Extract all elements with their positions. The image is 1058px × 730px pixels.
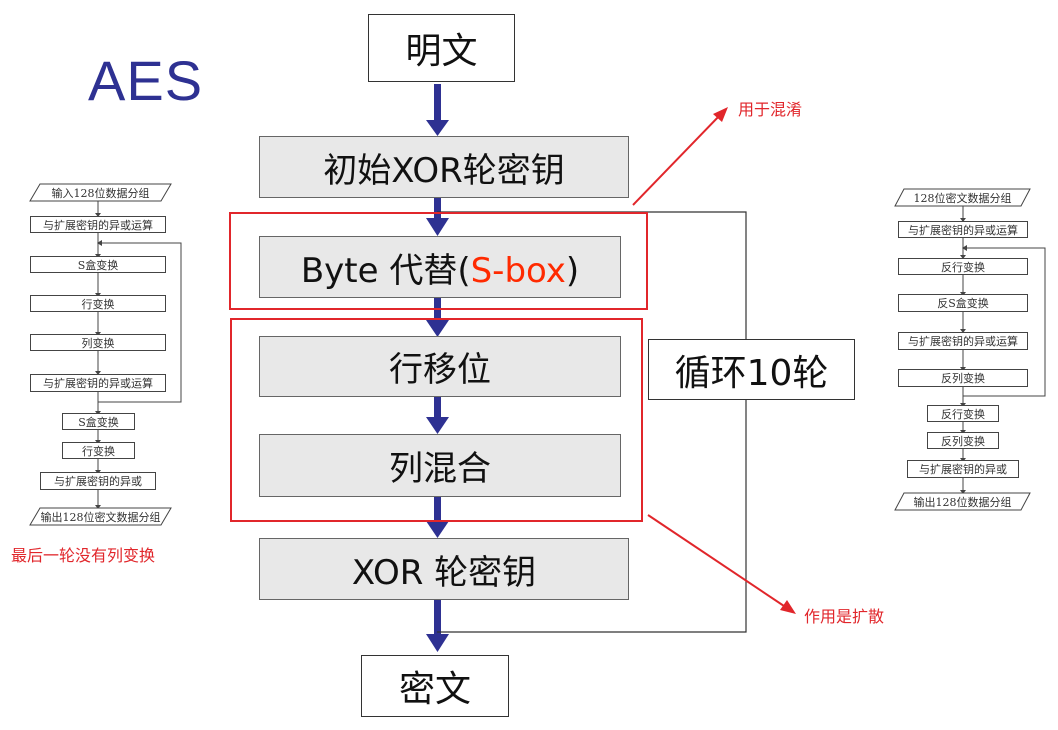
- right-input: 128位密文数据分组: [913, 191, 1012, 205]
- shift-rows-box: 行移位: [259, 336, 621, 397]
- flow-arrows: [426, 84, 449, 652]
- left-final-1: S盒变换: [62, 413, 135, 430]
- mix-columns-label: 列混合: [389, 449, 491, 489]
- right-final-3: 与扩展密钥的异或: [907, 460, 1019, 478]
- byte-sub-box: Byte 代替(S-box): [259, 236, 621, 298]
- left-final-3: 与扩展密钥的异或: [40, 472, 156, 490]
- plaintext-label: 明文: [405, 31, 478, 72]
- right-step-3: 反S盒变换: [898, 294, 1028, 312]
- left-step-2: S盒变换: [30, 256, 166, 273]
- page-title: AES: [88, 49, 204, 112]
- right-output: 输出128位数据分组: [913, 495, 1012, 509]
- confusion-note: 用于混淆: [738, 100, 803, 119]
- ciphertext-box: 密文: [361, 655, 509, 717]
- sbox-label: S-box: [470, 250, 566, 291]
- right-step-2: 反行变换: [898, 258, 1028, 275]
- diffusion-highlight-frame: [230, 318, 643, 522]
- left-final-2: 行变换: [62, 442, 135, 459]
- ciphertext-label: 密文: [398, 669, 471, 710]
- right-step-5: 反列变换: [898, 369, 1028, 387]
- shift-rows-label: 行移位: [389, 350, 491, 390]
- xor-round-key-box: XOR 轮密钥: [259, 538, 629, 600]
- left-input: 输入128位数据分组: [51, 186, 150, 200]
- annotation-arrows: [632, 112, 791, 611]
- right-final-1: 反行变换: [927, 405, 999, 422]
- diffusion-note: 作用是扩散: [804, 607, 885, 626]
- left-step-1: 与扩展密钥的异或运算: [30, 216, 166, 233]
- mix-columns-box: 列混合: [259, 434, 621, 497]
- right-step-1: 与扩展密钥的异或运算: [898, 221, 1028, 238]
- initial-xor-box: 初始XOR轮密钥: [259, 136, 629, 198]
- xor-round-key-label: XOR 轮密钥: [351, 552, 537, 593]
- right-step-4: 与扩展密钥的异或运算: [898, 332, 1028, 350]
- left-output: 输出128位密文数据分组: [40, 510, 161, 524]
- right-final-2: 反列变换: [927, 432, 999, 449]
- loop-count-label: 循环10轮: [648, 339, 855, 400]
- last-round-note: 最后一轮没有列变换: [11, 546, 156, 565]
- byte-sub-label: Byte 代替(S-box): [300, 250, 580, 291]
- confusion-highlight-frame: [229, 212, 648, 310]
- initial-xor-label: 初始XOR轮密钥: [323, 150, 565, 191]
- left-step-5: 与扩展密钥的异或运算: [30, 374, 166, 392]
- plaintext-box: 明文: [368, 14, 515, 82]
- left-step-3: 行变换: [30, 295, 166, 312]
- left-step-4: 列变换: [30, 334, 166, 351]
